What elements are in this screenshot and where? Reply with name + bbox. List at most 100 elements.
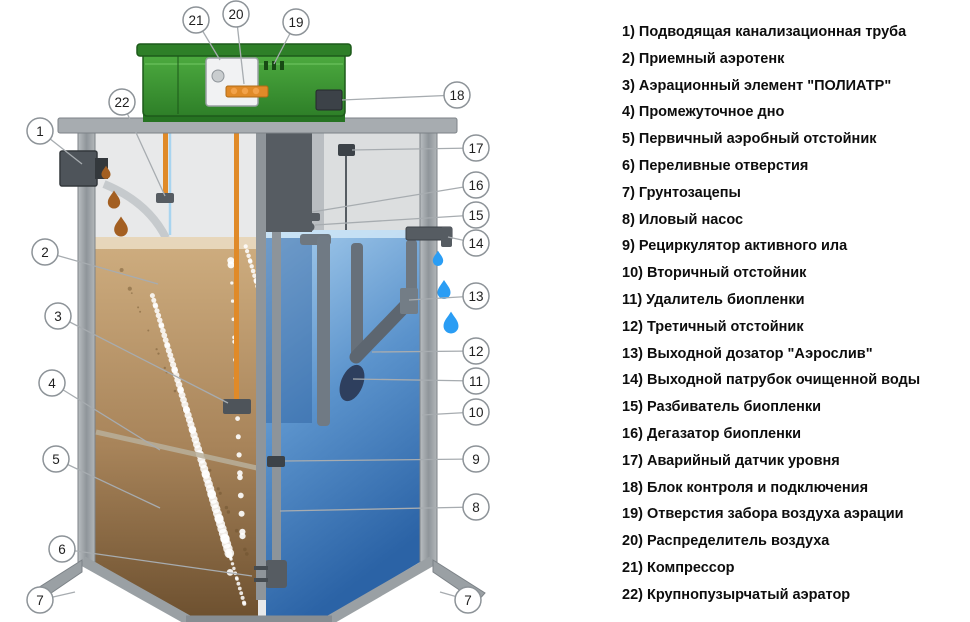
legend-item: 14)Выходной патрубок очищенной воды — [622, 372, 970, 389]
legend-item-number: 1) — [622, 24, 635, 40]
callout-circle — [38, 369, 66, 397]
legend-item-number: 8) — [622, 211, 635, 228]
callout-number: 9 — [472, 452, 480, 467]
legend-item-label: Первичный аэробный отстойник — [638, 131, 877, 148]
callout-leader-line — [55, 458, 161, 509]
air-intake-slots — [264, 61, 284, 70]
legend-item-label: Разбиватель биопленки — [646, 399, 822, 416]
callout-leader-line — [351, 147, 477, 151]
callout-leader-line — [121, 101, 166, 197]
legend-item-number: 5) — [622, 131, 635, 148]
sewage-chamber — [95, 237, 258, 616]
callout-leader-line — [279, 506, 477, 512]
callout-circle — [462, 337, 490, 365]
control-block — [315, 89, 343, 111]
legend-item-number: 10) — [622, 265, 643, 282]
callout-number: 19 — [288, 15, 303, 30]
legend-item: 18)Блок контроля и подключения — [622, 480, 970, 497]
legend-item: 2)Приемный аэротенк — [622, 51, 970, 68]
callout-number: 11 — [469, 374, 483, 389]
clean-water-chamber — [266, 230, 420, 616]
callout-circle — [443, 81, 471, 109]
legend-item: 22)Крупнопузырчатый аэратор — [622, 587, 970, 604]
legend-item-label: Переливные отверстия — [638, 157, 809, 174]
legend-item-label: Подводящая канализационная труба — [638, 24, 907, 40]
legend-item-number: 6) — [622, 157, 635, 174]
callout-number: 10 — [468, 405, 483, 420]
legend-item: 4)Промежуточное дно — [622, 104, 970, 121]
legend-item-label: Распределитель воздуха — [646, 533, 830, 550]
callout-number: 17 — [468, 141, 483, 156]
callout-circle — [462, 398, 490, 426]
legend-item-number: 3) — [622, 77, 635, 94]
legend-item: 11)Удалитель биопленки — [622, 292, 970, 309]
legend-item-label: Промежуточное дно — [638, 104, 785, 121]
legend-item: 9)Рециркулятор активного ила — [622, 238, 970, 255]
callout-leader-line — [371, 350, 477, 353]
callout-leader-line — [44, 251, 159, 285]
legend-item: 6)Переливные отверстия — [622, 158, 970, 175]
callout-leader-line — [352, 378, 477, 382]
callout-circle — [108, 88, 136, 116]
callout-number: 16 — [468, 178, 483, 193]
callout-circle — [462, 171, 490, 199]
callout-circle — [462, 367, 490, 395]
callout-number: 7 — [464, 593, 472, 608]
legend-item: 5)Первичный аэробный отстойник — [622, 131, 970, 148]
callout-number: 13 — [468, 289, 483, 304]
legend-item: 7)Грунтозацепы — [622, 185, 970, 202]
air-distributor — [225, 85, 269, 98]
legend-item-number: 12) — [622, 318, 643, 335]
legend-item-label: Грунтозацепы — [638, 184, 741, 201]
legend-item-number: 7) — [622, 184, 635, 201]
legend-list: 1)Подводящая канализационная труба 2)Прие… — [622, 24, 970, 604]
legend-item-number: 15) — [622, 399, 643, 416]
callout-circle — [462, 201, 490, 229]
callout-number: 20 — [228, 7, 243, 22]
legend-item-number: 14) — [622, 372, 643, 389]
sludge-pump-assembly — [265, 232, 287, 588]
callout-leader-line — [61, 548, 253, 577]
callout-leader-line — [57, 315, 229, 404]
outlet-pipe — [405, 226, 453, 247]
intermediate-bottom — [95, 429, 258, 471]
callout-circle — [462, 134, 490, 162]
compressor — [205, 57, 259, 107]
callout-circle — [26, 117, 54, 145]
legend-item-label: Дегазатор биопленки — [646, 425, 802, 442]
legend-item-label: Иловый насос — [638, 211, 744, 228]
legend-item-number: 21) — [622, 559, 643, 576]
legend-item: 15)Разбиватель биопленки — [622, 399, 970, 416]
legend-item-label: Выходной дозатор "Аэрослив" — [646, 345, 873, 362]
callout-leader-line — [311, 184, 477, 213]
legend-item-number: 11) — [622, 291, 643, 308]
callout-number: 6 — [58, 542, 66, 557]
callout-leader-line — [314, 214, 477, 226]
legend-item-label: Отверстия забора воздуха аэрации — [646, 506, 904, 523]
callout-circle — [462, 493, 490, 521]
legend-item-number: 4) — [622, 104, 635, 121]
callout-circle — [42, 445, 70, 473]
legend-item-number: 20) — [622, 533, 643, 550]
callout-circle — [462, 229, 490, 257]
legend-item-label: Третичный отстойник — [646, 318, 804, 335]
callout-number: 8 — [472, 500, 480, 515]
legend-item-label: Приемный аэротенк — [638, 50, 785, 67]
callout-circle — [44, 302, 72, 330]
callout-circle — [462, 282, 490, 310]
legend-item-label: Выходной патрубок очищенной воды — [646, 372, 921, 389]
callout-circle — [454, 586, 482, 614]
chamber-divider — [254, 130, 268, 600]
callout-circle — [462, 445, 490, 473]
legend-item-number: 13) — [622, 345, 643, 362]
callout-number: 3 — [54, 309, 62, 324]
callout-number: 5 — [52, 452, 60, 467]
callout-number: 22 — [114, 95, 129, 110]
legend-item-number: 9) — [622, 238, 635, 255]
callout-number: 18 — [449, 88, 464, 103]
legend-item: 8)Иловый насос — [622, 212, 970, 229]
legend-item: 13)Выходной дозатор "Аэрослив" — [622, 346, 970, 363]
internal-pipes — [300, 234, 418, 426]
callout-leader-line — [284, 458, 477, 462]
